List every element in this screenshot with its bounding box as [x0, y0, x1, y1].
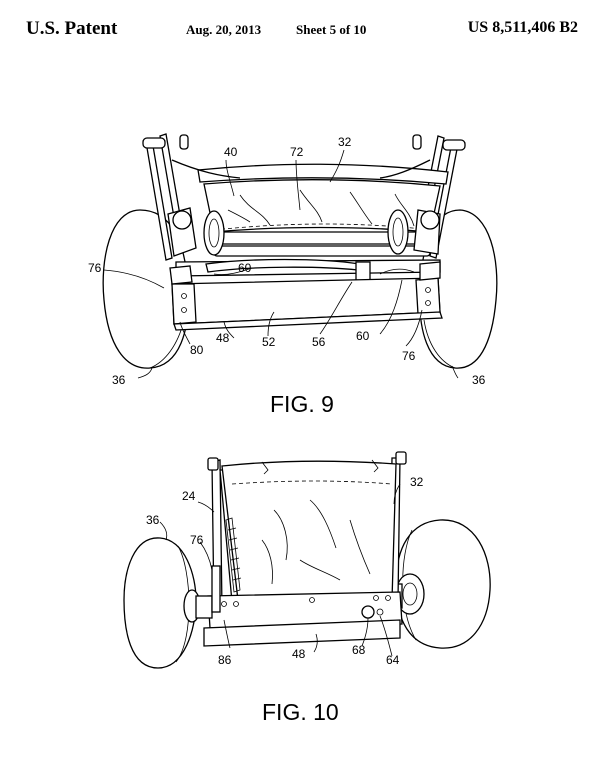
fig10-ref-48: 48	[292, 647, 306, 661]
fig9-ref-36-right: 36	[472, 373, 486, 387]
fig9-ref-40: 40	[224, 145, 238, 159]
fig9-ref-52: 52	[262, 335, 276, 349]
fig10-ref-64: 64	[386, 653, 400, 667]
fig9-ref-32: 32	[338, 135, 352, 149]
fig9-caption: FIG. 9	[270, 391, 334, 417]
fig10-bag	[222, 461, 396, 603]
fig10-ref-36: 36	[146, 513, 160, 527]
fig9-ref-60-right: 60	[356, 329, 370, 343]
fig10-ref-76: 76	[190, 533, 204, 547]
fig9-ref-56: 56	[312, 335, 326, 349]
fig10-ref-68: 68	[352, 643, 366, 657]
fig9-drawing: 40 72 32 76 60 48 52 56 60 76 80 36 36 F…	[88, 134, 497, 417]
fig10-drawing: 24 32 36 76 86 48 68 64 FIG. 10	[124, 452, 490, 725]
fig10-ref-24: 24	[182, 489, 196, 503]
fig10-ref-32: 32	[410, 475, 424, 489]
fig9-ref-80: 80	[190, 343, 204, 357]
fig9-caster-right	[388, 210, 408, 254]
fig9-caster-left	[204, 211, 224, 255]
fig9-ref-76-right: 76	[402, 349, 416, 363]
fig9-ref-36-left: 36	[112, 373, 126, 387]
fig9-ref-72: 72	[290, 145, 304, 159]
fig9-ref-48: 48	[216, 331, 230, 345]
fig9-ref-76-left: 76	[88, 261, 102, 275]
fig10-caption: FIG. 10	[262, 699, 339, 725]
fig9-ref-60-left: 60	[238, 261, 252, 275]
fig10-ref-86: 86	[218, 653, 232, 667]
